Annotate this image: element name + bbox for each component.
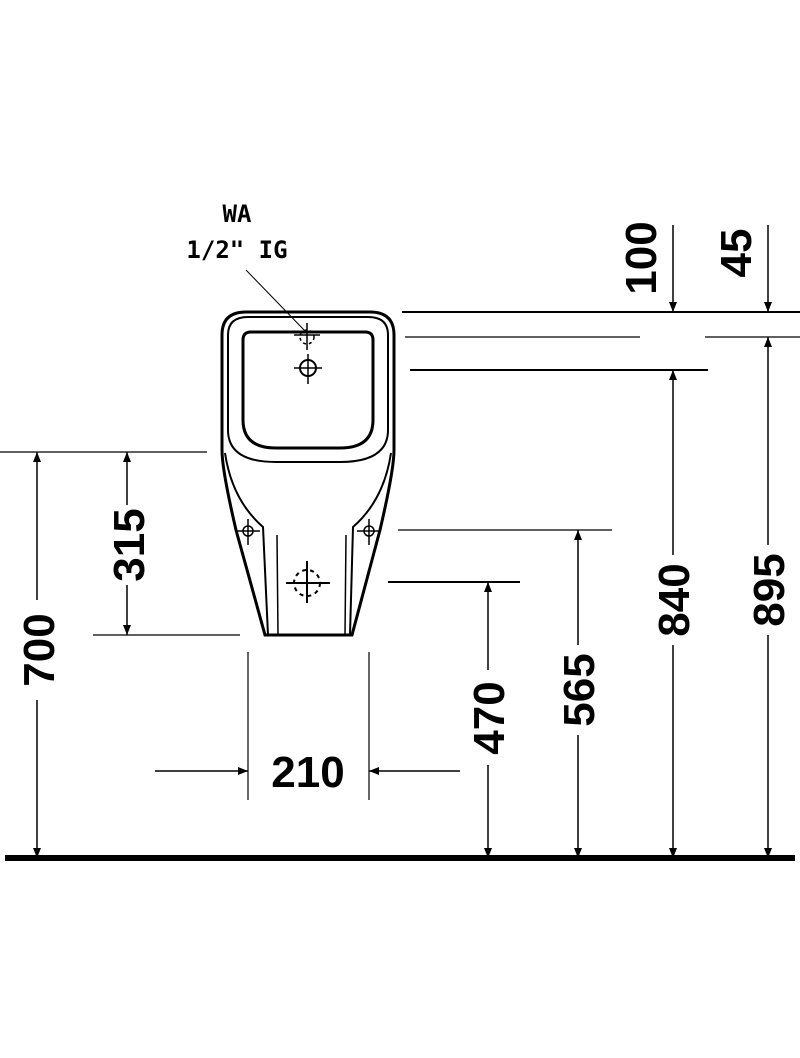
annotation-wa: WA xyxy=(223,200,252,228)
dim-470: 470 xyxy=(465,681,514,754)
basin-hole-icon xyxy=(294,354,322,384)
fixing-hole-left-icon xyxy=(236,519,260,545)
urinal-skirt-right xyxy=(349,452,392,636)
urinal-front-view xyxy=(220,310,396,637)
outlet-hole-icon xyxy=(286,561,330,603)
annotation-leader-line xyxy=(245,269,307,333)
water-inlet-hole-icon xyxy=(294,323,320,350)
dim-45: 45 xyxy=(712,229,761,278)
urinal-outer-shell xyxy=(220,310,396,637)
dim-315: 315 xyxy=(105,508,154,581)
urinal-rim xyxy=(227,316,389,463)
dim-840: 840 xyxy=(650,563,699,636)
extension-lines xyxy=(0,311,800,800)
fixing-hole-right-icon xyxy=(357,519,381,545)
urinal-basin xyxy=(241,330,375,450)
dim-700: 700 xyxy=(15,613,64,686)
dim-895: 895 xyxy=(745,553,794,626)
dim-565: 565 xyxy=(555,653,604,726)
dimension-lines xyxy=(33,225,772,858)
dim-100: 100 xyxy=(617,221,666,294)
dim-210: 210 xyxy=(271,748,344,797)
annotation-thread: 1/2" IG xyxy=(186,236,287,264)
urinal-skirt-left xyxy=(224,452,269,636)
